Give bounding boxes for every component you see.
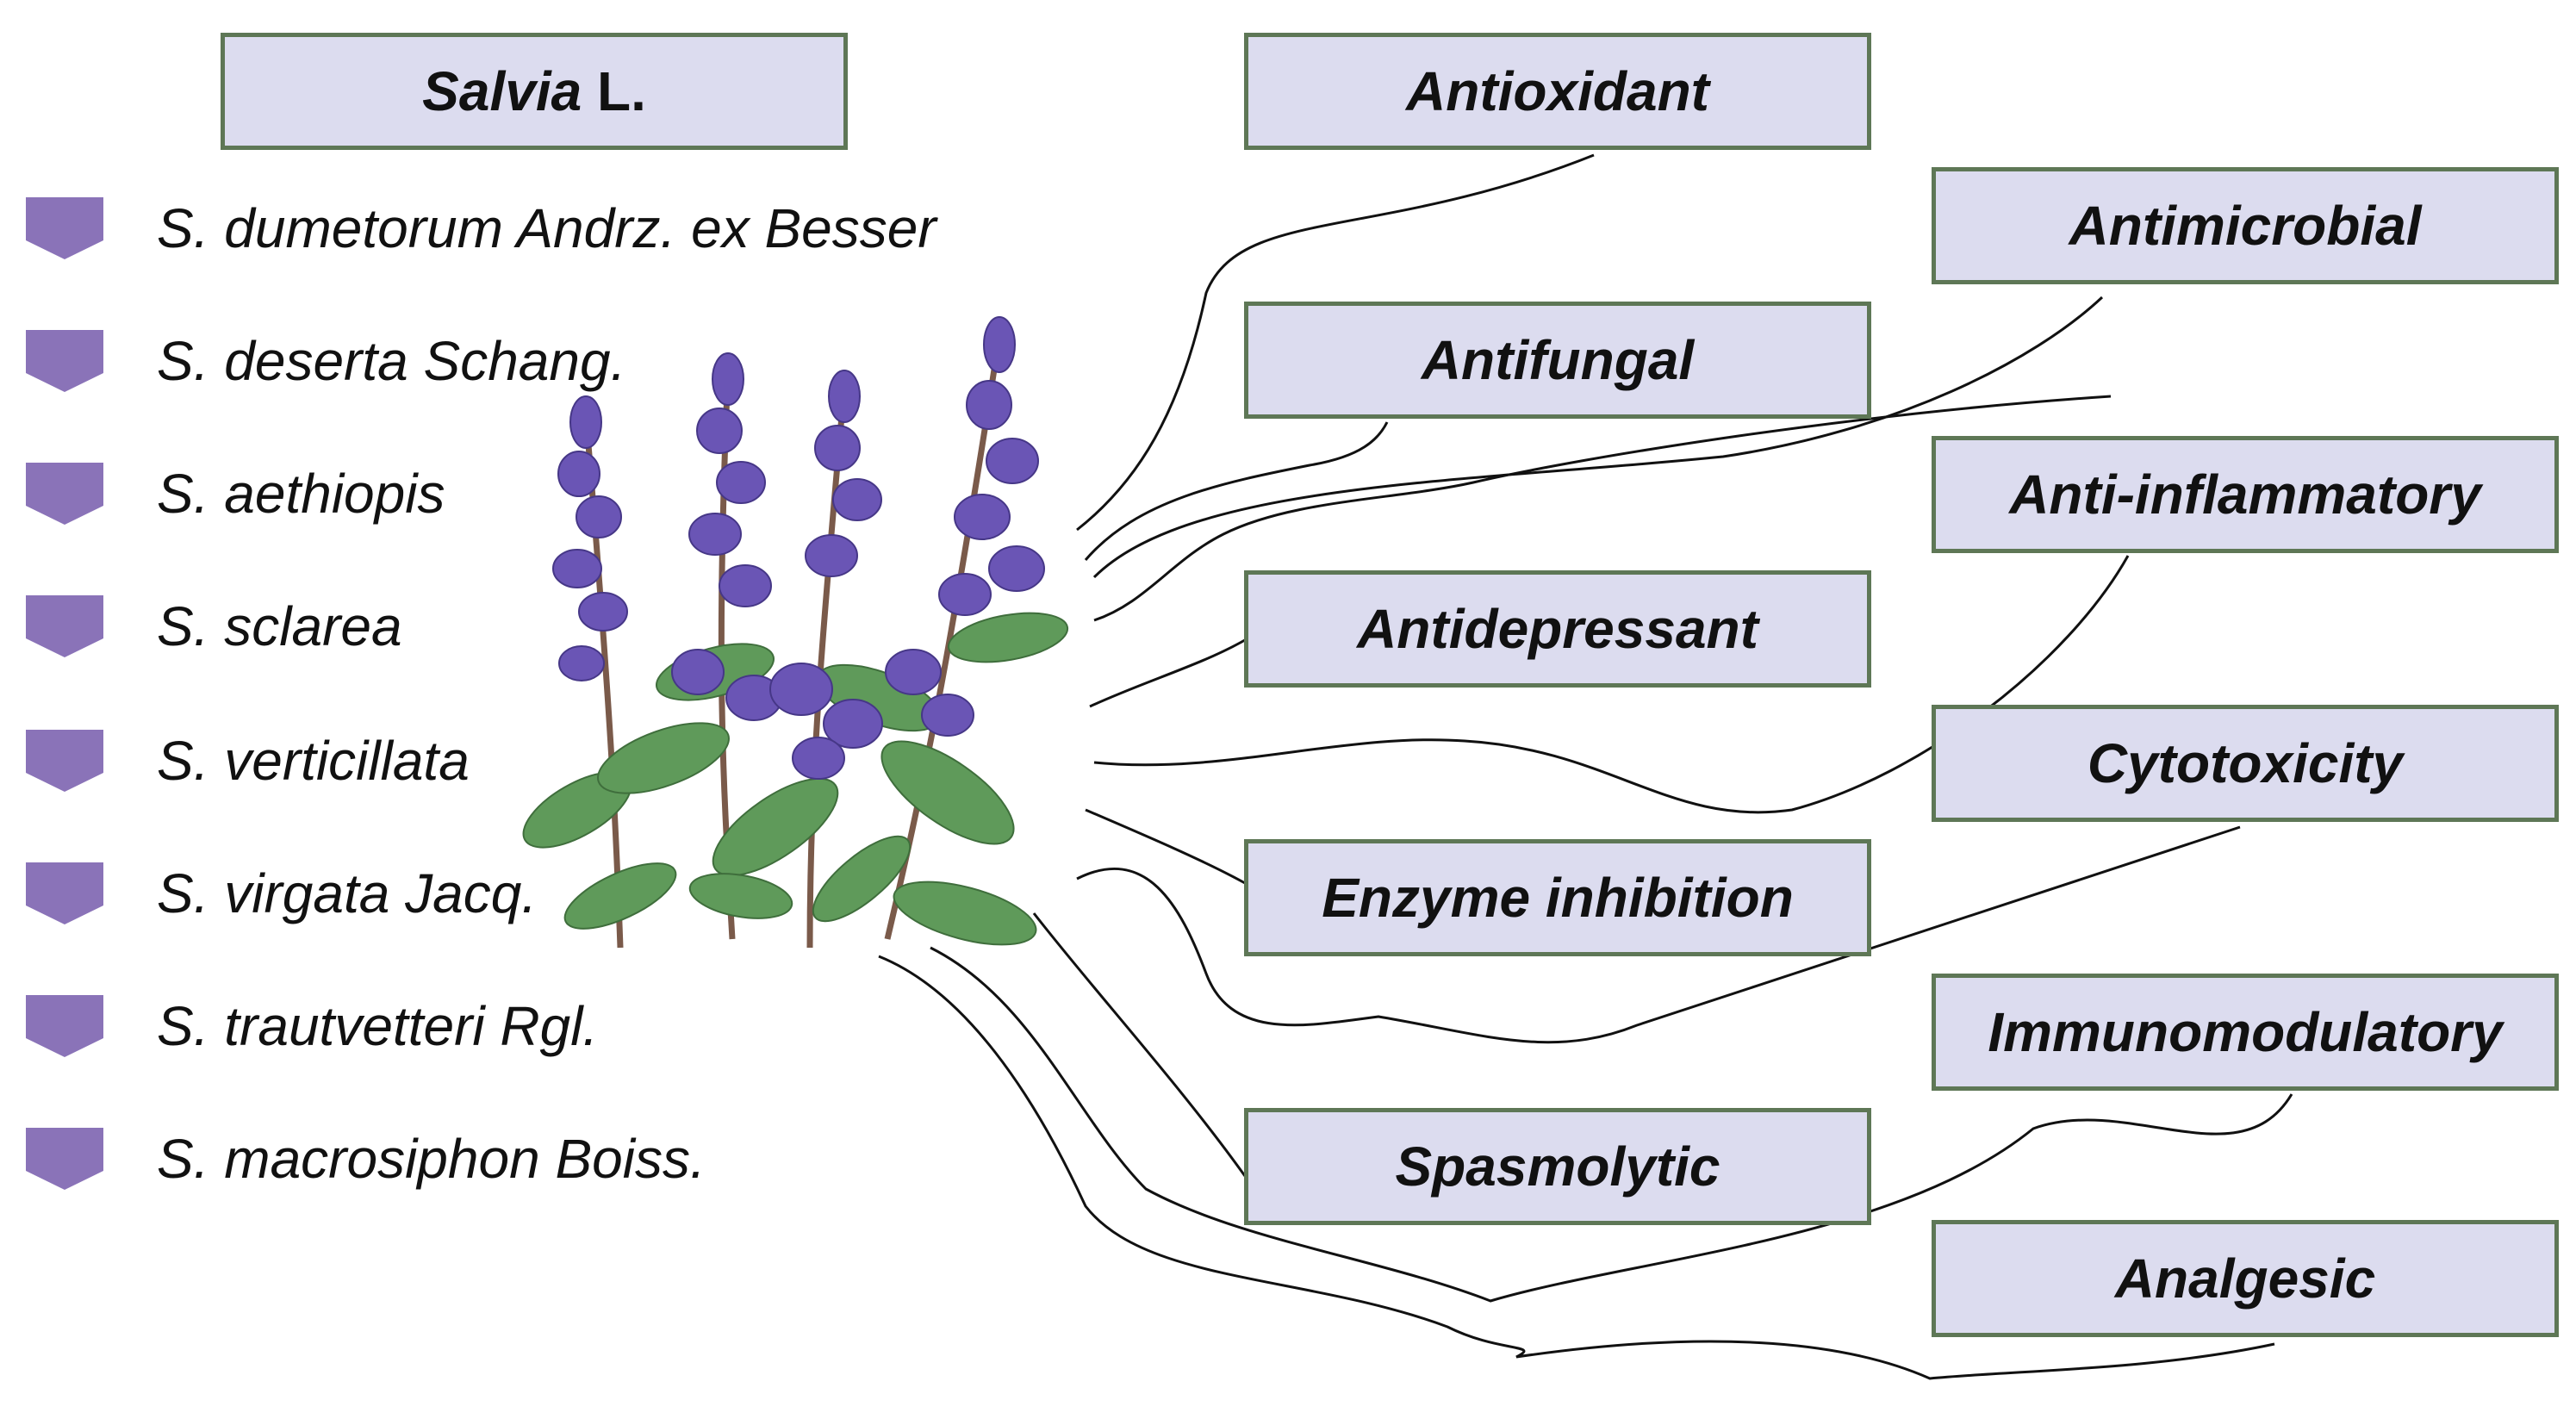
species-item: S. dumetorum Andrz. ex Besser — [26, 190, 936, 267]
pentagon-marker-icon — [26, 595, 103, 657]
connector-spasmolytic — [1032, 912, 1247, 1177]
pentagon-marker-icon — [26, 197, 103, 259]
species-name: S. macrosiphon Boiss. — [157, 1128, 706, 1190]
species-item: S. trautvetteri Rgl. — [26, 987, 598, 1065]
activity-box-anti-inflammatory: Anti-inflammatory — [1932, 436, 2559, 553]
salvia-plant-illustration — [522, 316, 1069, 949]
activity-box-immunomodulatory: Immunomodulatory — [1932, 974, 2559, 1091]
species-item: S. macrosiphon Boiss. — [26, 1120, 706, 1198]
activity-label: Cytotoxicity — [2087, 732, 2404, 794]
activity-box-antidepressant: Antidepressant — [1244, 570, 1871, 688]
genus-title-box: Salvia L. — [221, 33, 848, 150]
activity-label: Antidepressant — [1357, 598, 1758, 660]
genus-authority: L. — [596, 60, 646, 122]
species-item: S. aethiopis — [26, 455, 445, 532]
activity-box-analgesic: Analgesic — [1932, 1220, 2559, 1337]
activity-label: Antifungal — [1421, 329, 1695, 391]
species-name: S. sclarea — [157, 595, 402, 657]
activity-label: Anti-inflammatory — [2009, 464, 2481, 526]
species-name: S. virgata Jacq. — [157, 862, 538, 924]
activity-box-antifungal: Antifungal — [1244, 302, 1871, 419]
connector-enzyme — [1085, 808, 1246, 885]
pentagon-marker-icon — [26, 1128, 103, 1190]
activity-box-cytotoxicity: Cytotoxicity — [1932, 705, 2559, 822]
species-item: S. virgata Jacq. — [26, 855, 537, 932]
connector-anti-inflammatory — [1093, 555, 2130, 814]
species-name: S. verticillata — [157, 730, 470, 792]
activity-label: Antioxidant — [1406, 60, 1709, 122]
connector-antidepressant-short — [1089, 636, 1250, 708]
connector-antidepressant — [1093, 395, 2112, 622]
activity-box-spasmolytic: Spasmolytic — [1244, 1108, 1871, 1225]
activity-box-antimicrobial: Antimicrobial — [1932, 167, 2559, 284]
activity-box-antioxidant: Antioxidant — [1244, 33, 1871, 150]
activity-box-enzyme-inhibition: Enzyme inhibition — [1244, 839, 1871, 956]
connector-immunomodulatory — [930, 946, 2293, 1303]
species-item: S. verticillata — [26, 722, 470, 800]
species-name: S. deserta Schang. — [157, 330, 626, 392]
species-item: S. sclarea — [26, 588, 402, 665]
activity-label: Enzyme inhibition — [1322, 867, 1794, 929]
species-name: S. dumetorum Andrz. ex Besser — [157, 197, 936, 259]
connector-analgesic — [878, 955, 2275, 1380]
species-item: S. deserta Schang. — [26, 322, 625, 400]
pentagon-marker-icon — [26, 730, 103, 792]
connector-cytotoxicity — [1076, 825, 2241, 1044]
activity-label: Antimicrobial — [2069, 195, 2422, 257]
pentagon-marker-icon — [26, 463, 103, 525]
pentagon-marker-icon — [26, 862, 103, 924]
genus-name: Salvia — [422, 60, 582, 122]
species-name: S. aethiopis — [157, 463, 445, 525]
pentagon-marker-icon — [26, 330, 103, 392]
connector-antifungal — [1084, 421, 1389, 561]
activity-label: Spasmolytic — [1395, 1136, 1720, 1198]
pentagon-marker-icon — [26, 995, 103, 1057]
activity-label: Analgesic — [2114, 1248, 2376, 1310]
connector-antioxidant — [1076, 153, 1595, 532]
species-name: S. trautvetteri Rgl. — [157, 995, 599, 1057]
activity-label: Immunomodulatory — [1988, 1001, 2503, 1063]
connector-antimicrobial — [1092, 296, 2104, 579]
